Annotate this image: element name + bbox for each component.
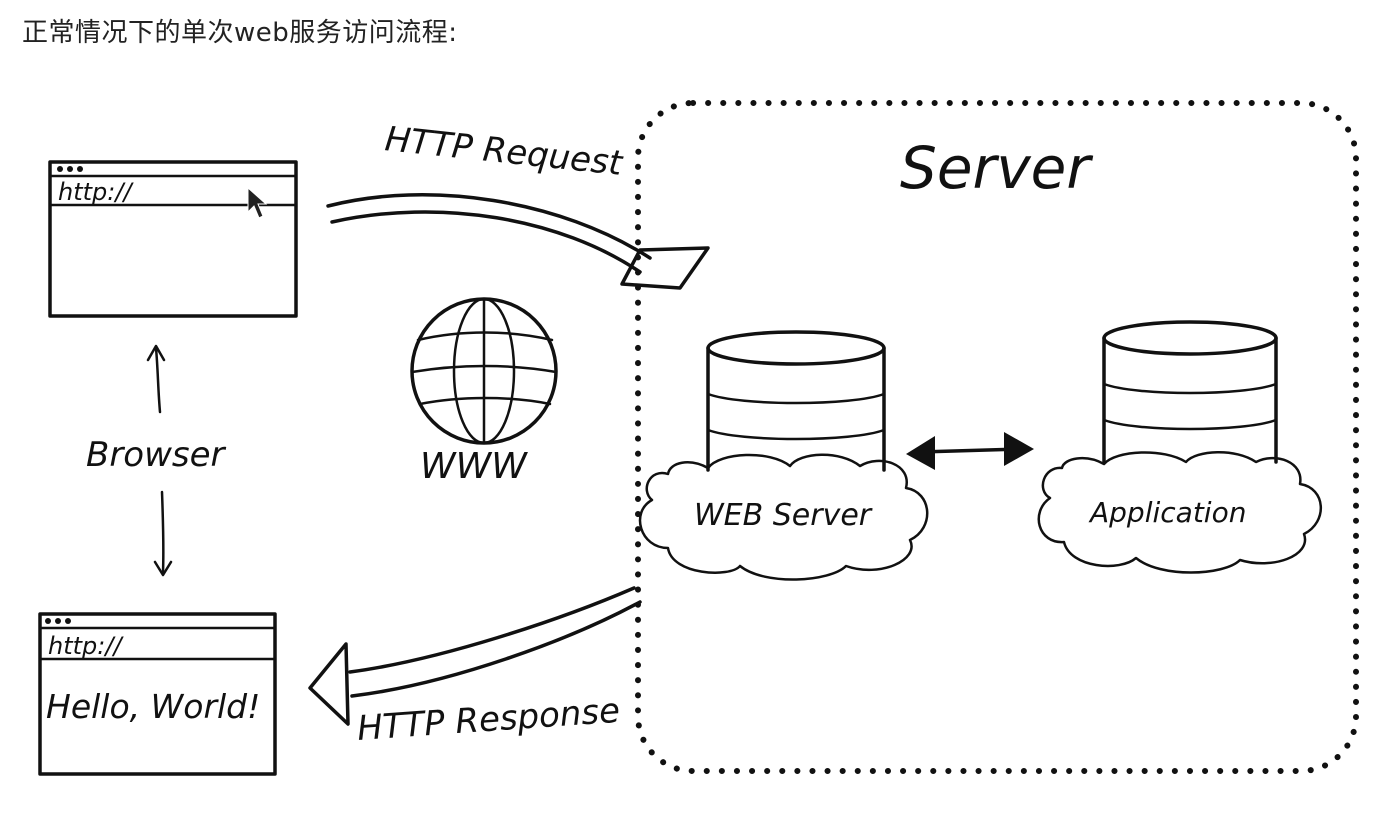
window-dot-icon (55, 618, 61, 624)
browser-arrows (146, 344, 173, 577)
web-server-label: WEB Server (694, 498, 873, 533)
application-label: Application (1088, 496, 1246, 529)
mouse-cursor-icon (247, 186, 268, 219)
browser-label: Browser (86, 435, 227, 475)
window-dot-icon (67, 166, 73, 172)
http-response-arrow (308, 586, 642, 726)
window-dot-icon (45, 618, 51, 624)
application-database-icon (1102, 320, 1278, 464)
double-arrow-icon (906, 432, 1034, 470)
http-request-arrow (326, 193, 710, 290)
bottom-browser-content: Hello, World! (46, 687, 260, 726)
server-title: Server (900, 134, 1093, 202)
top-browser-window: http:// (48, 160, 298, 318)
server-boundary (635, 100, 1359, 774)
web-server-database-icon (706, 330, 886, 472)
http-response-label: HTTP Response (356, 691, 621, 749)
window-dot-icon (65, 618, 71, 624)
window-dot-icon (57, 166, 63, 172)
http-request-label: HTTP Request (383, 119, 626, 184)
window-dot-icon (77, 166, 83, 172)
top-browser-url: http:// (58, 178, 134, 206)
application-cloud (1037, 451, 1322, 574)
bottom-browser-window: http:// Hello, World! (38, 612, 277, 776)
web-server-cloud (638, 453, 929, 581)
page-heading: 正常情况下的单次web服务访问流程: (22, 18, 458, 48)
www-label: WWW (420, 446, 528, 487)
bottom-browser-url: http:// (48, 632, 124, 660)
globe-icon (410, 297, 558, 445)
